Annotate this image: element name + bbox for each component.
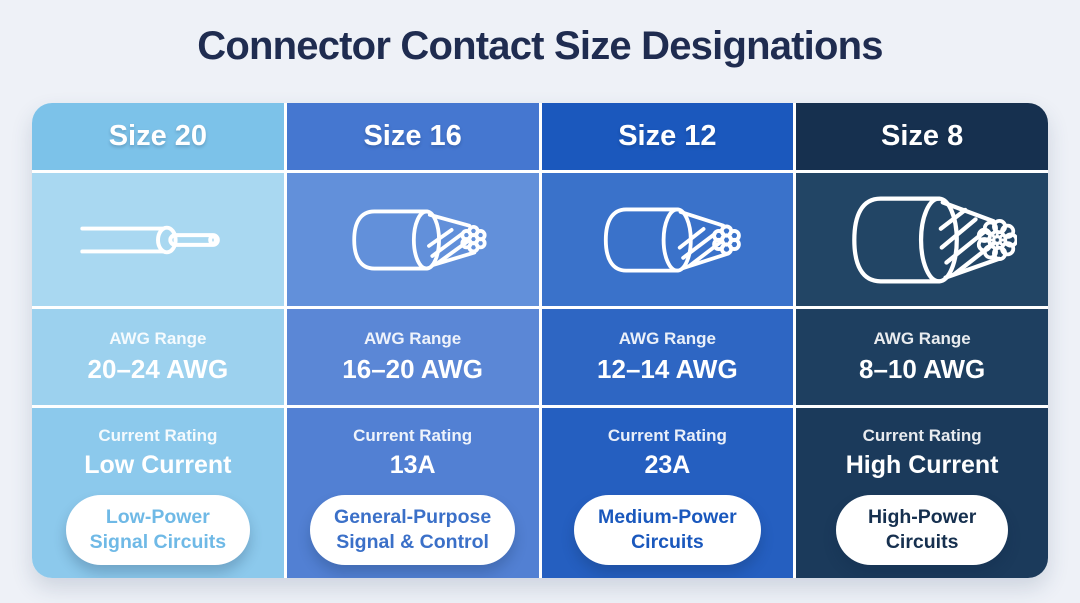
awg-range-label: AWG Range <box>618 329 717 348</box>
size-12-header-label: Size 12 <box>618 120 717 152</box>
badge-line-2: Circuits <box>885 530 959 553</box>
badge-line-1: Medium-Power <box>598 506 737 528</box>
badge-line-1: Low-Power <box>105 506 210 528</box>
size-16-illustration <box>286 173 539 306</box>
current-rating-label: Current Rating <box>862 426 982 445</box>
size-20-current-cell: Current Rating Low Current Low-Power Sig… <box>32 408 284 578</box>
current-rating-label: Current Rating <box>607 426 727 445</box>
current-rating-label: Current Rating <box>353 426 473 445</box>
size-8-awg-cell: AWG Range 8–10 AWG <box>796 309 1048 405</box>
size-20-illustration <box>32 173 284 306</box>
current-rating-value: Low Current <box>84 451 232 479</box>
size-8-header: Size 8 <box>796 103 1048 170</box>
page-title: Connector Contact Size Designations <box>197 24 883 68</box>
size-8-header-label: Size 8 <box>881 120 964 152</box>
current-rating-label: Current Rating <box>98 426 218 445</box>
awg-range-value: 12–14 AWG <box>597 354 738 384</box>
size-16-header-label: Size 16 <box>363 120 462 152</box>
contact-size-table: Size 20 AWG Range 20–24 AWG Current Rati… <box>32 103 1048 578</box>
awg-range-value: 16–20 AWG <box>342 354 483 384</box>
wire-stranded-medium-icon <box>604 206 742 273</box>
current-rating-value: 23A <box>644 451 691 479</box>
circuit-type-badge: Medium-Power Circuits <box>574 495 761 565</box>
size-16-awg-cell: AWG Range 16–20 AWG <box>286 309 539 405</box>
awg-range-label: AWG Range <box>873 329 971 348</box>
size-20-header-label: Size 20 <box>108 120 208 152</box>
size-16-header: Size 16 <box>286 103 539 170</box>
awg-range-label: AWG Range <box>109 329 207 348</box>
current-rating-value: 13A <box>389 451 436 479</box>
size-12-current-cell: Current Rating 23A Medium-Power Circuits <box>541 408 794 578</box>
awg-range-value: 8–10 AWG <box>859 354 986 384</box>
size-8-current-cell: Current Rating High Current High-Power C… <box>796 408 1048 578</box>
column-size-20: Size 20 AWG Range 20–24 AWG Current Rati… <box>32 103 284 578</box>
wire-stranded-small-icon <box>351 209 487 270</box>
size-8-illustration <box>796 173 1048 306</box>
column-size-8: Size 8 <box>796 103 1048 578</box>
badge-line-2: Circuits <box>631 530 704 553</box>
column-size-12: Size 12 AWG Range 12–14 AWG <box>541 103 794 578</box>
badge-line-2: Signal Circuits <box>89 530 227 553</box>
current-rating-value: High Current <box>845 451 999 479</box>
wire-stranded-large-icon <box>852 196 1018 283</box>
badge-line-1: General-Purpose <box>334 506 492 528</box>
size-12-awg-cell: AWG Range 12–14 AWG <box>541 309 794 405</box>
size-20-awg-cell: AWG Range 20–24 AWG <box>32 309 284 405</box>
column-size-16: Size 16 AWG Range 16–20 AWG <box>286 103 539 578</box>
size-12-header: Size 12 <box>541 103 794 170</box>
size-16-current-cell: Current Rating 13A General-Purpose Signa… <box>286 408 539 578</box>
badge-line-2: Signal & Control <box>336 530 489 553</box>
circuit-type-badge: General-Purpose Signal & Control <box>310 495 516 565</box>
awg-range-value: 20–24 AWG <box>87 354 229 384</box>
badge-line-1: High-Power <box>867 506 977 528</box>
awg-range-label: AWG Range <box>363 329 462 348</box>
circuit-type-badge: High-Power Circuits <box>836 495 1009 565</box>
circuit-type-badge: Low-Power Signal Circuits <box>65 495 251 565</box>
size-12-illustration <box>541 173 794 306</box>
wire-solid-conductor-icon <box>80 225 220 254</box>
size-20-header: Size 20 <box>32 103 284 170</box>
